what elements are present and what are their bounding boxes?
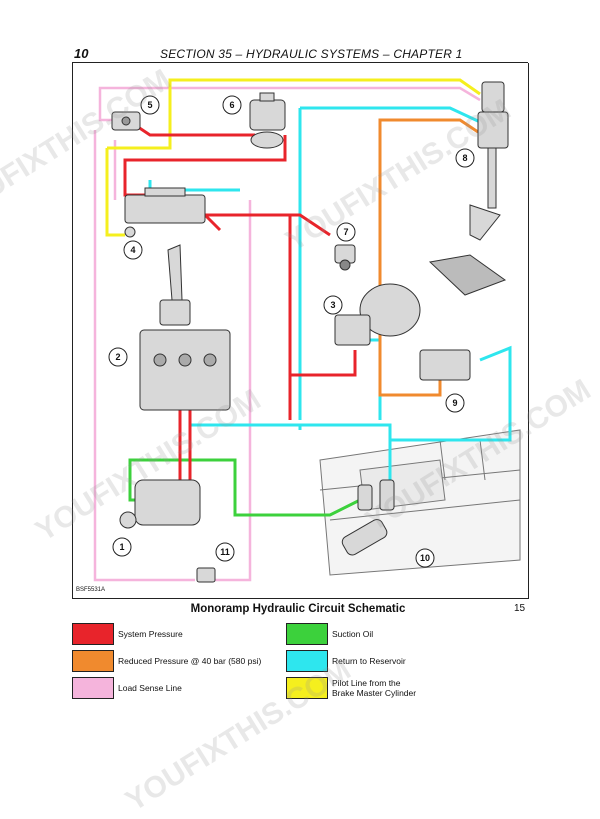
legend-label: Pilot Line from the Brake Master Cylinde… [332, 678, 417, 698]
legend-label: Reduced Pressure @ 40 bar (580 psi) [118, 656, 262, 666]
callout-label: 2 [115, 352, 120, 362]
callout-10 [415, 548, 435, 568]
component-6 [249, 92, 286, 149]
page-number: 10 [74, 46, 89, 61]
component-10 [341, 479, 395, 556]
component-3 [334, 283, 421, 346]
component-7 [334, 244, 356, 271]
callout-8 [455, 148, 475, 168]
figure-caption-text: Monoramp Hydraulic Circuit Schematic [190, 603, 406, 615]
callout-label: 9 [452, 398, 457, 408]
header-rule [72, 62, 528, 63]
legend-swatch-suction [286, 623, 328, 645]
legend-label: Return to Reservoir [332, 656, 406, 666]
component-9 [419, 349, 471, 381]
callout-2 [108, 347, 128, 367]
legend-label: Suction Oil [332, 629, 374, 639]
figure-code: BSF5531A [76, 587, 106, 593]
component-4 [124, 187, 206, 238]
load-sense-lines [93, 86, 481, 582]
legend-swatch-load-sense [72, 677, 114, 699]
callout-7 [336, 222, 356, 242]
callout-label: 7 [343, 227, 348, 237]
callout-3 [323, 295, 343, 315]
callout-4 [123, 240, 143, 260]
component-8 [428, 81, 509, 296]
legend-swatch-pilot [286, 677, 328, 699]
callout-9 [445, 393, 465, 413]
callout-label: 5 [147, 100, 152, 110]
legend-label: Load Sense Line [118, 683, 182, 693]
component-11 [196, 567, 216, 583]
legend-swatch-reduced-pressure [72, 650, 114, 672]
hydraulic-schematic: 5 6 8 7 4 3 2 9 1 10 11 [93, 78, 521, 583]
figure-number: 15 [514, 603, 526, 614]
callout-1 [112, 537, 132, 557]
legend-label: System Pressure [118, 629, 183, 639]
figure-caption: Monoramp Hydraulic Circuit Schematic [0, 603, 600, 615]
suction-lines [128, 458, 361, 517]
component-5 [111, 111, 141, 131]
diagram-frame [72, 63, 529, 599]
callout-label: 1 [119, 542, 124, 552]
callout-label: 4 [130, 245, 135, 255]
callout-label: 8 [462, 153, 467, 163]
callout-label: 10 [420, 553, 430, 563]
section-title: SECTION 35 – HYDRAULIC SYSTEMS – CHAPTER… [160, 47, 463, 61]
callout-label: 11 [220, 547, 230, 557]
component-1 [119, 479, 201, 529]
callout-5 [140, 95, 160, 115]
callout-11 [215, 542, 235, 562]
legend-swatch-return [286, 650, 328, 672]
callout-6 [222, 95, 242, 115]
component-2 [139, 244, 231, 411]
legend-swatch-system-pressure [72, 623, 114, 645]
callout-label: 3 [330, 300, 335, 310]
pilot-lines [105, 78, 481, 237]
callout-label: 6 [229, 100, 234, 110]
